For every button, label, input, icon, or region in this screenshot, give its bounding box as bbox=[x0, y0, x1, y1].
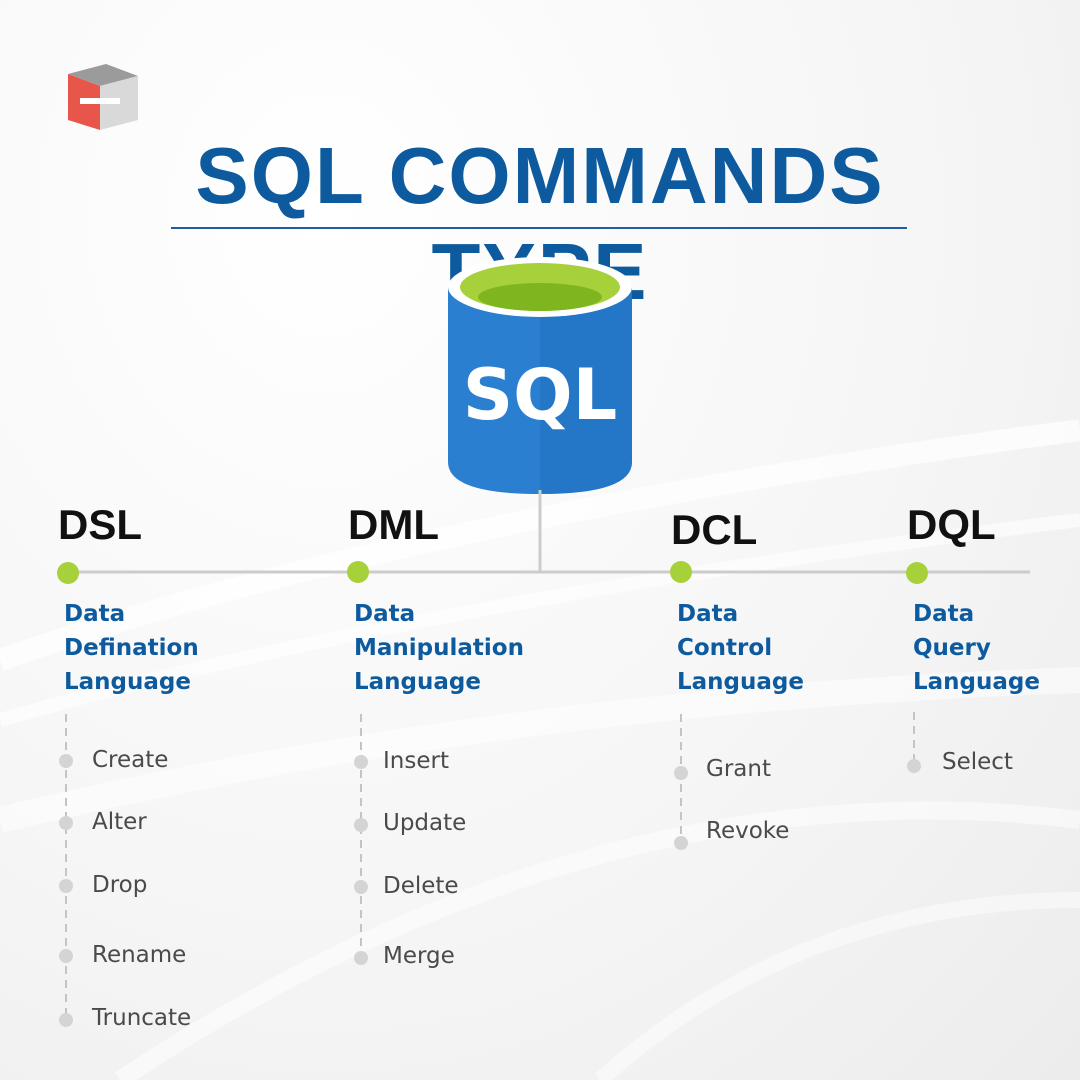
dml-full-name: Data Manipulation Language bbox=[354, 597, 524, 699]
bullet-dot bbox=[59, 816, 73, 830]
dql-abbreviation: DQL bbox=[907, 501, 996, 548]
bullet-dot bbox=[59, 879, 73, 893]
dml-full-line-2: Manipulation bbox=[354, 635, 524, 661]
dsl-connectors bbox=[57, 562, 79, 1027]
bullet-dot bbox=[59, 754, 73, 768]
dsl-full-line-3: Language bbox=[64, 669, 191, 695]
dcl-full-name: Data Control Language bbox=[677, 597, 804, 699]
dsl-abbreviation: DSL bbox=[58, 501, 142, 548]
dsl-command-drop: Drop bbox=[92, 872, 148, 898]
dml-full-line-3: Language bbox=[354, 669, 481, 695]
dml-command-insert: Insert bbox=[383, 748, 449, 774]
dcl-abbreviation: DCL bbox=[671, 506, 758, 553]
dml-full-line-1: Data bbox=[354, 601, 416, 627]
dml-command-update: Update bbox=[383, 810, 467, 836]
bullet-dot bbox=[907, 759, 921, 773]
dql-full-line-3: Language bbox=[913, 669, 1040, 695]
dml-command-delete: Delete bbox=[383, 873, 459, 899]
sql-database-icon bbox=[448, 257, 632, 494]
bullet-dot bbox=[59, 949, 73, 963]
dcl-node bbox=[670, 561, 692, 583]
dsl-command-rename: Rename bbox=[92, 942, 187, 968]
dcl-full-line-2: Control bbox=[677, 635, 773, 661]
dcl-full-line-3: Language bbox=[677, 669, 804, 695]
dql-node bbox=[906, 562, 928, 584]
bullet-dot bbox=[354, 951, 368, 965]
sql-database-label: SQL bbox=[462, 354, 618, 436]
dql-command-select: Select bbox=[942, 749, 1013, 775]
dcl-full-line-1: Data bbox=[677, 601, 739, 627]
dml-abbreviation: DML bbox=[348, 501, 439, 548]
bullet-dot bbox=[674, 766, 688, 780]
dql-connectors bbox=[906, 562, 928, 773]
dsl-full-line-2: Defination bbox=[64, 635, 199, 661]
dml-node bbox=[347, 561, 369, 583]
dml-connectors bbox=[347, 561, 369, 965]
dsl-full-name: Data Defination Language bbox=[64, 597, 199, 699]
dsl-command-alter: Alter bbox=[92, 809, 147, 835]
bullet-dot bbox=[354, 880, 368, 894]
dcl-command-grant: Grant bbox=[706, 756, 771, 782]
bullet-dot bbox=[674, 836, 688, 850]
dql-full-name: Data Query Language bbox=[913, 597, 1040, 699]
bullet-dot bbox=[354, 818, 368, 832]
dsl-full-line-1: Data bbox=[64, 601, 126, 627]
dml-command-merge: Merge bbox=[383, 943, 455, 969]
dsl-command-truncate: Truncate bbox=[92, 1005, 192, 1031]
bullet-dot bbox=[59, 1013, 73, 1027]
brand-logo-icon bbox=[68, 64, 138, 130]
dql-full-line-1: Data bbox=[913, 601, 975, 627]
dsl-node bbox=[57, 562, 79, 584]
dsl-command-create: Create bbox=[92, 747, 169, 773]
dcl-connectors bbox=[670, 561, 692, 850]
title-underline bbox=[171, 227, 907, 229]
dcl-command-revoke: Revoke bbox=[706, 818, 790, 844]
bullet-dot bbox=[354, 755, 368, 769]
dql-full-line-2: Query bbox=[913, 635, 991, 661]
